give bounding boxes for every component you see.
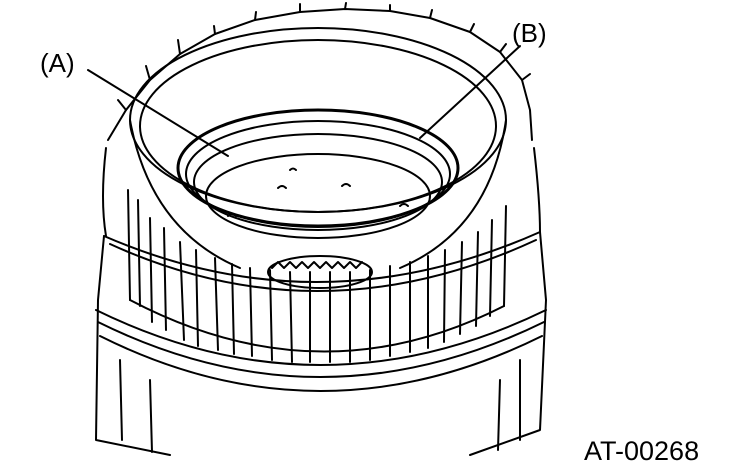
figure-code: AT-00268 [584,436,700,466]
callout-a: (A) [40,48,75,78]
leader-line-a [87,69,229,157]
outer-spline-teeth [102,2,541,292]
retainer-rings [176,108,460,239]
hub-splines [267,255,373,289]
leader-line-b [419,45,521,139]
lower-lug-teeth [127,189,507,363]
lower-housing [95,231,547,456]
inner-drum [129,27,507,269]
callout-b: (B) [512,18,547,48]
floor-holes [227,167,409,217]
